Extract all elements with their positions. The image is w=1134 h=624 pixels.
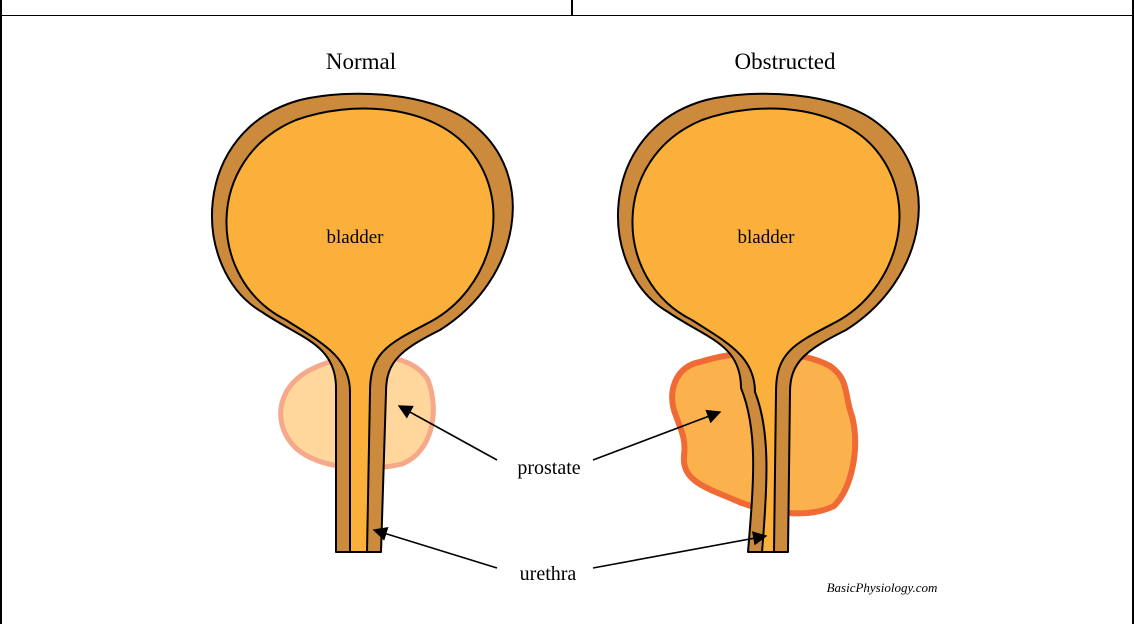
- obstructed-bladder-lumen: [632, 109, 899, 552]
- prostate-label: prostate: [517, 457, 580, 479]
- normal-bladder-lumen: [226, 109, 493, 552]
- source-credit: BasicPhysiology.com: [827, 580, 938, 595]
- urethra-arrow-normal: [374, 530, 497, 568]
- urethra-label: urethra: [520, 563, 577, 585]
- normal-panel: Normal bladder: [212, 49, 513, 552]
- normal-title: Normal: [326, 49, 396, 74]
- urethra-arrow-obstructed: [593, 536, 766, 568]
- obstructed-bladder-label: bladder: [738, 227, 796, 248]
- normal-bladder-label: bladder: [327, 227, 385, 248]
- obstructed-panel: Obstructed bladder: [618, 49, 919, 552]
- obstructed-title: Obstructed: [735, 49, 836, 74]
